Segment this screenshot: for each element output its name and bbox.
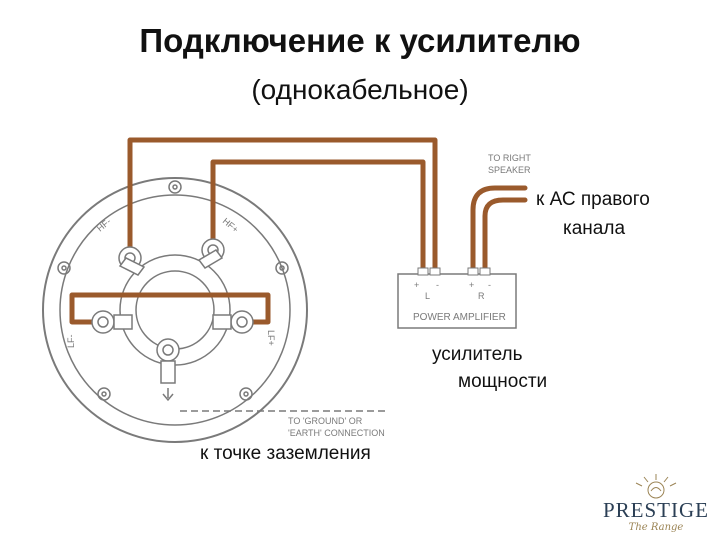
logo-brand-text: PRESTIGE: [602, 498, 709, 522]
screw-hole: [168, 180, 182, 194]
amp-left-minus-label: -: [436, 280, 439, 290]
amp-left-channel-label: L: [425, 291, 430, 301]
amp-left-plus-label: +: [414, 280, 419, 290]
to-right-speaker-label-1: TO RIGHT: [488, 153, 531, 163]
logo-script-text: The Range: [628, 522, 684, 533]
binding-post-ground: [156, 338, 180, 402]
right-speaker-caption-line2: канала: [563, 218, 626, 239]
lf-minus-label: LF-: [66, 334, 76, 348]
amp-right-minus-label: -: [488, 280, 491, 290]
screw-hole: [239, 387, 253, 401]
hf-plus-label: HF+: [221, 216, 241, 235]
amplifier-caption-line1: усилитель: [432, 344, 523, 365]
ground-caption: к точке заземления: [200, 441, 371, 466]
screw-hole: [57, 261, 71, 275]
power-amplifier-box: [397, 267, 517, 329]
power-amplifier-label: POWER AMPLIFIER: [413, 312, 506, 323]
binding-post-hf-plus: [197, 238, 225, 269]
binding-post-lf-plus: [212, 310, 254, 334]
ground-label-1: TO 'GROUND' OR: [288, 416, 363, 426]
lf-minus-cable: [69, 292, 271, 325]
right-speaker-caption-line1: к АС правого: [536, 189, 650, 210]
slide-title: Подключение к усилителю: [139, 22, 581, 59]
prestige-logo: PRESTIGE The Range: [600, 472, 712, 538]
amplifier-caption-line2: мощности: [458, 371, 548, 392]
to-right-speaker-label-2: SPEAKER: [488, 165, 531, 175]
ground-label-2: 'EARTH' CONNECTION: [288, 428, 385, 438]
hf-minus-cable: [127, 137, 438, 275]
amp-right-plus-label: +: [469, 280, 474, 290]
right-speaker-cable-2: [482, 197, 528, 275]
binding-post-hf-minus: [118, 246, 146, 276]
cables: [69, 137, 528, 325]
crest-icon: [635, 474, 677, 499]
screw-holes: [57, 180, 289, 401]
hf-minus-label: HF-: [95, 216, 113, 233]
screw-hole: [97, 387, 111, 401]
screw-hole: [275, 261, 289, 275]
binding-post-lf-minus: [91, 310, 133, 334]
lf-plus-label: LF+: [266, 330, 276, 346]
right-speaker-cable-1: [470, 185, 528, 275]
slide-subtitle: (однокабельное): [251, 74, 469, 105]
amp-right-channel-label: R: [478, 291, 485, 301]
hf-plus-cable: [210, 159, 426, 275]
